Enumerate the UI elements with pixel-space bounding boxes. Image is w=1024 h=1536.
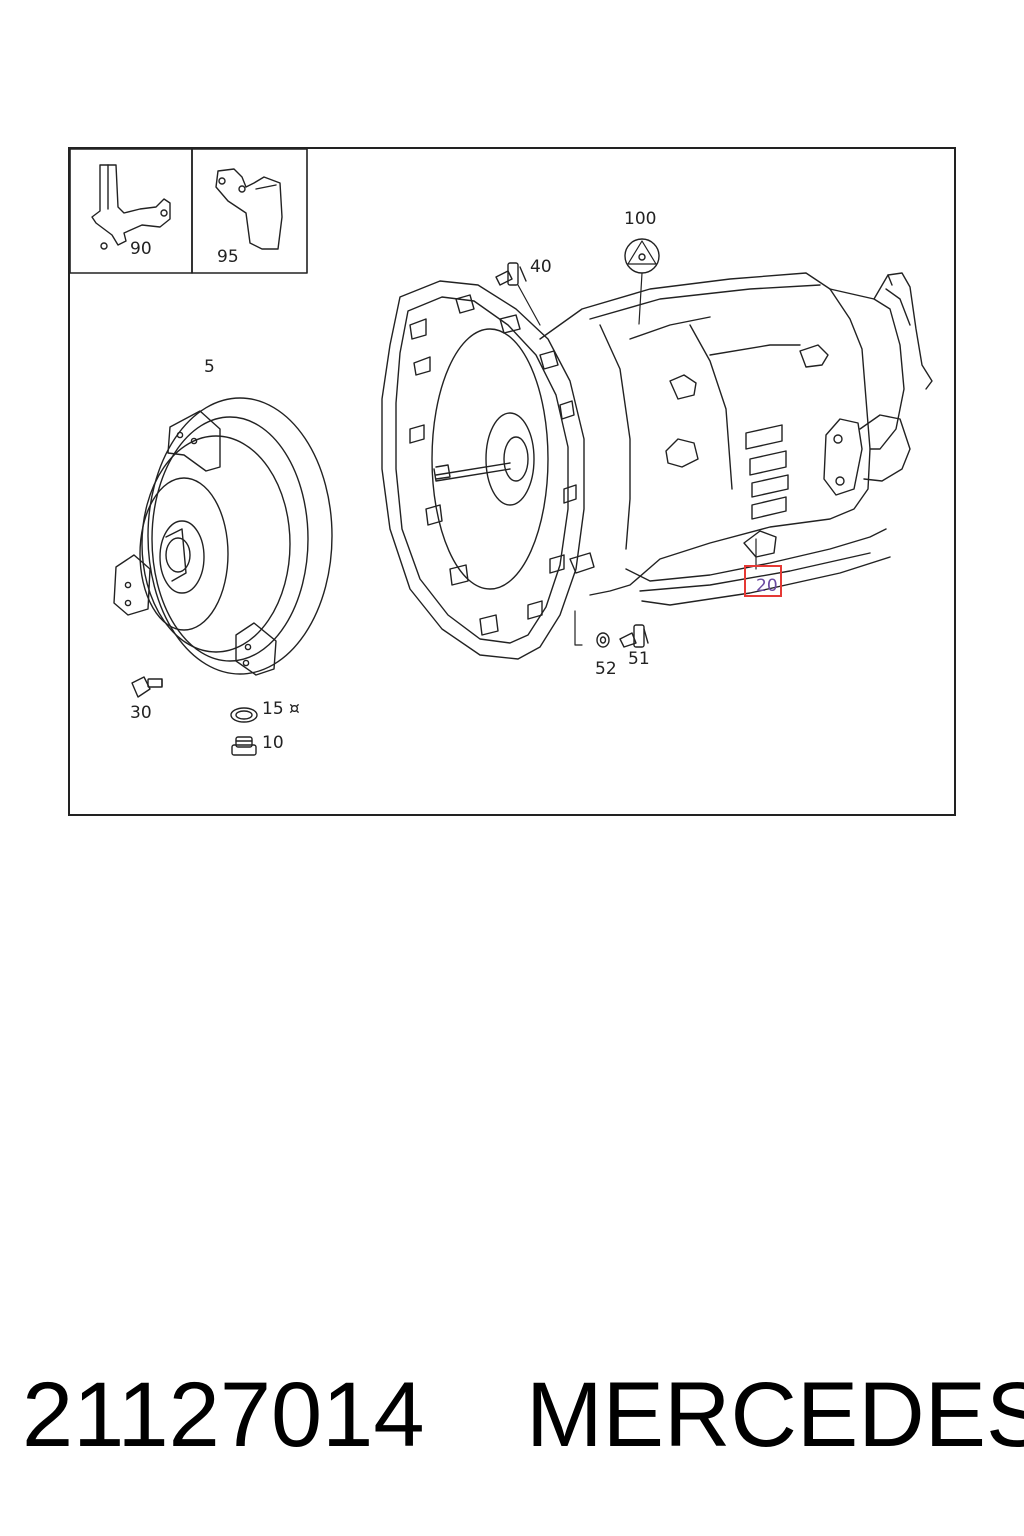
bolt-51-drawing [619, 624, 649, 648]
bracket-95-drawing [215, 168, 283, 250]
transmission-exploded-view [70, 149, 933, 756]
callout-20: 20 [756, 576, 778, 596]
bolt-30-drawing [131, 676, 163, 698]
callout-51: 51 [628, 649, 650, 669]
inset-panels [70, 149, 308, 274]
callout-15: 15 ¤ [262, 699, 300, 719]
torque-converter-5-drawing [113, 397, 333, 676]
bolt-40-drawing [495, 262, 541, 326]
callout-95: 95 [217, 247, 239, 267]
label-plate-100-drawing [624, 238, 660, 325]
plug-10-drawing [231, 736, 257, 756]
callout-40: 40 [530, 257, 552, 277]
callout-100: 100 [624, 209, 657, 229]
callout-90: 90 [130, 239, 152, 259]
footer-caption: 21127014 MERCEDES [22, 1360, 1024, 1470]
parts-diagram: 90 95 100 40 5 20 52 51 30 15 ¤ 10 [68, 147, 956, 816]
part-number: 21127014 [22, 1364, 425, 1466]
bracket-90-drawing [91, 164, 171, 250]
transmission-housing-drawing [381, 272, 933, 660]
seal-ring-15-drawing [230, 707, 258, 723]
callout-10: 10 [262, 733, 284, 753]
callout-30: 30 [130, 703, 152, 723]
brand-name: MERCEDES [526, 1364, 1024, 1466]
highlighted-part-20[interactable]: 20 [744, 565, 782, 597]
washer-52-drawing [596, 632, 610, 648]
callout-5: 5 [204, 357, 215, 377]
callout-52: 52 [595, 659, 617, 679]
